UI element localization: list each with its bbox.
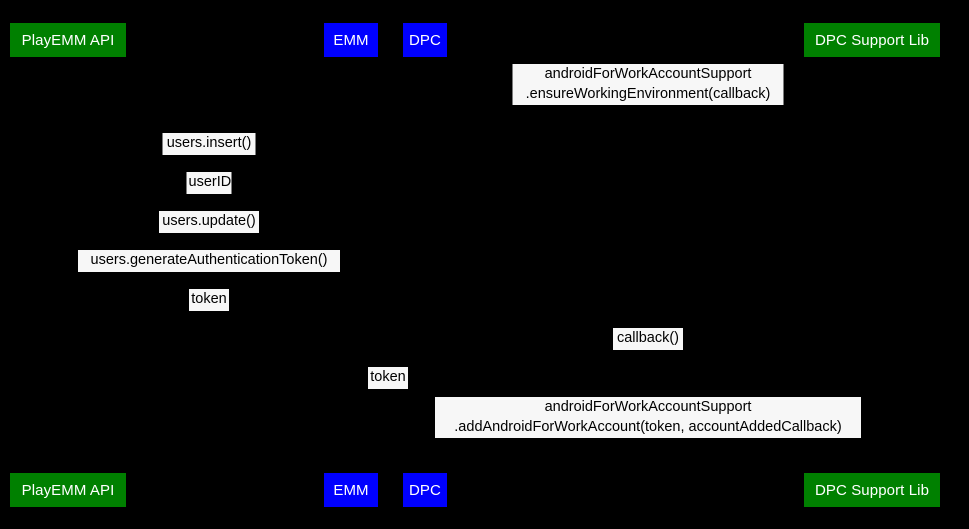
participant-header-emm-label: EMM — [333, 31, 369, 49]
participant-footer-dpc-support-lib-label: DPC Support Lib — [814, 481, 930, 499]
message-label-callback: callback() — [613, 328, 683, 350]
participant-footer-playemm-api-label: PlayEMM API — [21, 481, 115, 499]
participant-footer-dpc-label: DPC — [409, 481, 441, 499]
participant-footer-dpc-support-lib[interactable]: DPC Support Lib — [804, 473, 940, 507]
participant-header-emm[interactable]: EMM — [324, 23, 378, 57]
lifeline-dpc — [425, 57, 426, 473]
message-label-users-insert: users.insert() — [162, 133, 256, 155]
lifeline-emm — [351, 57, 352, 473]
participant-header-playemm-api-label: PlayEMM API — [21, 31, 115, 49]
participant-header-dpc-support-lib-label: DPC Support Lib — [814, 31, 930, 49]
participant-header-dpc[interactable]: DPC — [403, 23, 447, 57]
message-label-user-id: userID — [186, 172, 232, 194]
message-label-token-to-emm: token — [189, 289, 229, 311]
participant-footer-dpc[interactable]: DPC — [403, 473, 447, 507]
lifeline-dpc-support-lib — [872, 57, 873, 473]
participant-footer-playemm-api[interactable]: PlayEMM API — [10, 473, 126, 507]
lifeline-playemm-api — [68, 57, 69, 473]
participant-footer-emm-label: EMM — [333, 481, 369, 499]
message-label-ensure-working-environment: androidForWorkAccountSupport .ensureWork… — [512, 64, 784, 105]
participant-header-dpc-label: DPC — [409, 31, 441, 49]
message-label-add-android-for-work-account: androidForWorkAccountSupport .addAndroid… — [435, 397, 861, 438]
message-label-token-to-dpc: token — [368, 367, 408, 389]
message-label-users-update: users.update() — [159, 211, 259, 233]
message-label-users-generate-authentication-token: users.generateAuthenticationToken() — [78, 250, 340, 272]
participant-footer-emm[interactable]: EMM — [324, 473, 378, 507]
participant-header-playemm-api[interactable]: PlayEMM API — [10, 23, 126, 57]
participant-header-dpc-support-lib[interactable]: DPC Support Lib — [804, 23, 940, 57]
